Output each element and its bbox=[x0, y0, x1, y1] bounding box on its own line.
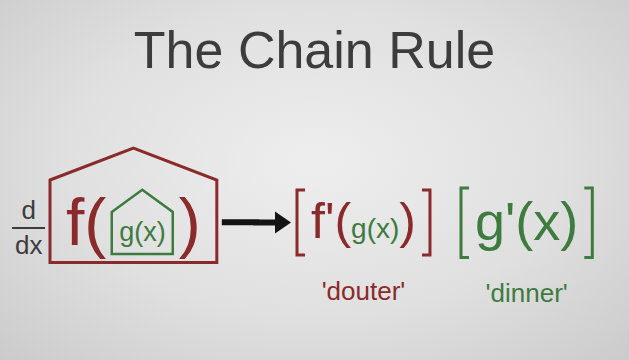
house-outline-path bbox=[50, 148, 217, 263]
mnemonic-label: 'dinner' bbox=[486, 279, 568, 308]
bracket-group: f'(g(x)) 'douter' bbox=[294, 188, 433, 306]
arrow-connector bbox=[222, 212, 291, 234]
arrow-shaft bbox=[222, 219, 277, 225]
house-outline-path bbox=[112, 190, 173, 254]
bracket-path bbox=[461, 188, 592, 257]
derivative-text: g'(x) bbox=[475, 192, 578, 251]
bracket-path bbox=[297, 190, 430, 255]
function-text: g(x) bbox=[119, 218, 166, 248]
derivative-text: ) bbox=[399, 194, 416, 249]
house-box: g(x) bbox=[110, 188, 175, 256]
derivative-operator: d dx bbox=[12, 196, 45, 259]
operator-denominator: dx bbox=[12, 231, 45, 260]
house-box: f( g(x)) bbox=[48, 146, 219, 265]
operator-numerator: d bbox=[12, 196, 45, 225]
derivative-text: f'( bbox=[311, 194, 351, 249]
bracket-row: f'(g(x)) bbox=[294, 188, 433, 257]
fraction-bar bbox=[12, 227, 45, 229]
function-text: f( bbox=[66, 186, 106, 259]
function-text: ) bbox=[179, 186, 201, 259]
bracket-group: g'(x) 'dinner' bbox=[458, 186, 595, 308]
bracket-row: g'(x) bbox=[458, 186, 595, 259]
arrow-head bbox=[275, 212, 291, 234]
mnemonic-label: 'douter' bbox=[322, 277, 406, 306]
derivative-text: g(x) bbox=[351, 214, 399, 245]
title-text: The Chain Rule bbox=[0, 22, 629, 79]
